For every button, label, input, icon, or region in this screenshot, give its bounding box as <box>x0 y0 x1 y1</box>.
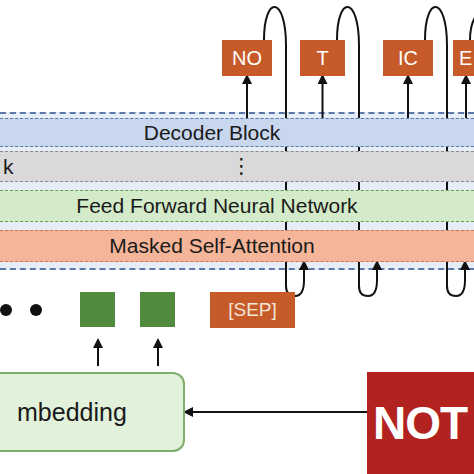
notice-sign-image: NOT <box>367 372 474 474</box>
node-label: mbedding <box>17 398 127 427</box>
node-label: NOT <box>373 396 467 450</box>
node-label: [SEP] <box>228 299 277 321</box>
flow-arrow <box>322 76 324 118</box>
masked-self-attention-band: Masked Self-Attention <box>0 230 474 262</box>
node-label: NO <box>232 47 262 70</box>
feed-forward-band: Feed Forward Neural Network <box>0 190 474 222</box>
token-embedding-square <box>140 292 175 327</box>
node-label: Decoder Block <box>144 121 281 145</box>
embedding-up-arrow <box>157 340 159 366</box>
node-label: T <box>316 47 328 70</box>
stacked-decoder-band: k⋮ <box>0 151 474 182</box>
output-token: NO <box>222 40 272 76</box>
separator-token: [SEP] <box>210 292 295 328</box>
output-token: T <box>300 40 345 76</box>
flow-arrow <box>465 76 467 118</box>
flow-arrow <box>407 76 409 118</box>
embedding-box: mbedding <box>0 372 185 452</box>
flow-arrow <box>246 76 248 118</box>
embedding-up-arrow <box>97 340 99 366</box>
ellipsis-dot <box>30 304 42 316</box>
ellipsis-dot <box>0 304 12 316</box>
decoder-block-band: Decoder Block <box>0 118 474 147</box>
token-embedding-square <box>80 292 115 327</box>
node-label: Feed Forward Neural Network <box>76 194 357 218</box>
output-token: E <box>453 40 474 76</box>
node-label: k <box>3 155 14 179</box>
output-token: IC <box>383 40 433 76</box>
node-label: E <box>459 47 472 70</box>
vertical-ellipsis: ⋮ <box>231 154 252 178</box>
flow-arrow <box>185 411 367 413</box>
node-label: IC <box>398 47 418 70</box>
node-label: Masked Self-Attention <box>109 234 314 258</box>
